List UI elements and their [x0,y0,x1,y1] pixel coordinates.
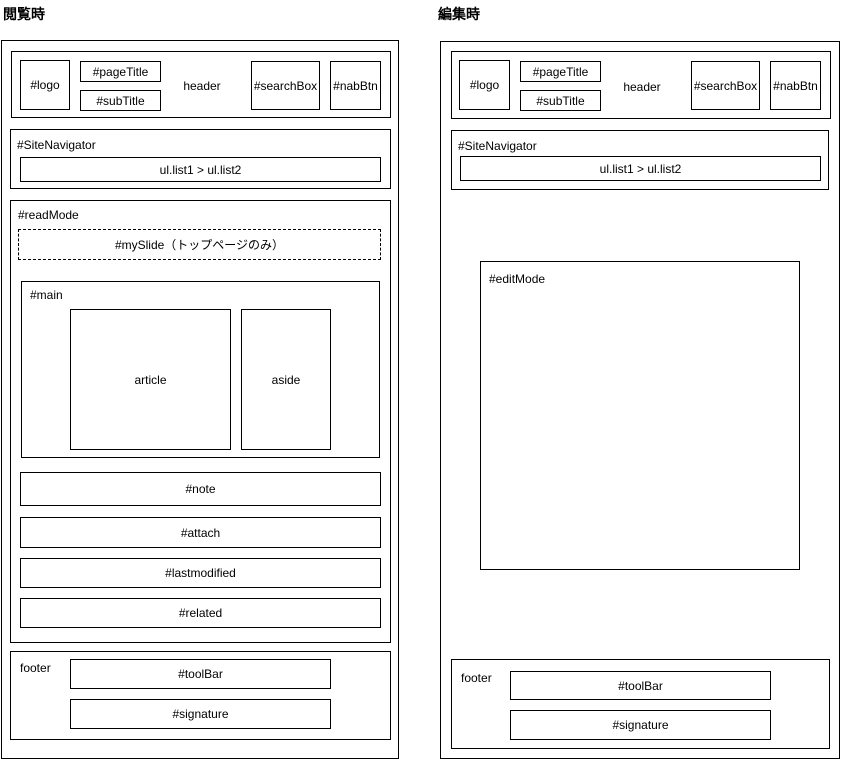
view-header-box: #logo #pageTitle #subTitle header #searc… [11,51,391,118]
edit-mode-title: 編集時 [438,6,480,22]
view-site-navigator-box: #SiteNavigator ul.list1 > ul.list2 [10,129,391,189]
view-attach-box: #attach [20,517,381,548]
view-note-box: #note [20,472,381,506]
view-tool-bar-box: #toolBar [70,659,331,689]
edit-page-title-box: #pageTitle [520,61,601,82]
edit-site-navigator-box: #SiteNavigator ul.list1 > ul.list2 [451,130,829,190]
view-aside-box: aside [241,309,331,450]
view-main-label: #main [30,288,63,302]
edit-footer-label: footer [461,671,492,685]
edit-mode-box: #editMode [480,261,800,570]
edit-sub-title-box: #subTitle [520,90,601,111]
edit-mode-label: #editMode [489,272,546,286]
view-footer-box: footer #toolBar #signature [10,651,391,740]
view-mode-page-frame: #logo #pageTitle #subTitle header #searc… [1,40,399,759]
edit-mode-page-frame: #logo #pageTitle #subTitle header #searc… [440,41,840,759]
view-footer-label: footer [20,661,51,675]
edit-footer-box: footer #toolBar #signature [451,659,830,749]
edit-logo-box: #logo [459,60,510,110]
view-site-navigator-label: #SiteNavigator [17,138,96,152]
view-lastmodified-box: #lastmodified [20,558,381,588]
view-nab-btn-box: #nabBtn [330,61,381,110]
view-sub-title-box: #subTitle [80,90,161,111]
view-article-box: article [70,309,231,450]
edit-nav-list-box: ul.list1 > ul.list2 [460,156,821,181]
view-read-mode-label: #readMode [18,208,79,222]
view-logo-box: #logo [20,60,70,110]
view-header-label: header [183,79,221,93]
edit-nab-btn-box: #nabBtn [770,61,821,110]
view-related-box: #related [20,598,381,628]
edit-tool-bar-box: #toolBar [510,671,771,700]
view-signature-box: #signature [70,699,331,729]
view-mode-title: 閲覧時 [3,6,45,22]
view-my-slide-box: #mySlide（トップページのみ） [18,229,381,260]
view-page-title-box: #pageTitle [80,61,161,82]
view-read-mode-box: #readMode #mySlide（トップページのみ） #main artic… [10,200,391,643]
edit-signature-box: #signature [510,710,771,740]
edit-header-label: header [623,80,661,94]
edit-header-box: #logo #pageTitle #subTitle header #searc… [451,51,831,119]
view-nav-list-box: ul.list1 > ul.list2 [20,157,381,182]
view-search-box: #searchBox [251,61,320,110]
edit-search-box: #searchBox [691,61,760,110]
view-main-box: #main article aside [21,281,380,458]
edit-site-navigator-label: #SiteNavigator [458,139,537,153]
